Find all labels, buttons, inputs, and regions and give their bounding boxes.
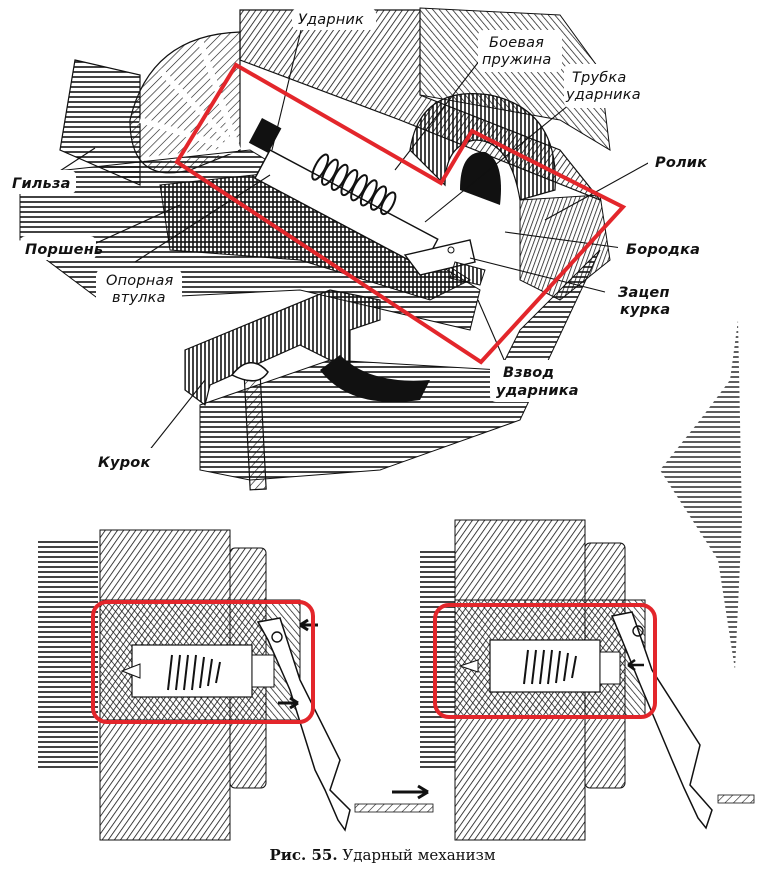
mainspring-coils [311,153,397,216]
label-hammer-catch-line1: Зацеп [618,285,670,301]
label-support-sleeve-line2: втулка [112,290,166,306]
label-striker-tube-line2: ударника [565,87,641,103]
arrow-left-small-icon [627,658,644,672]
label-beard-text: Бородка [626,242,700,258]
striker-bore-right [489,639,601,693]
cord-arrow-icon [392,784,429,800]
beard-pin [447,246,455,254]
label-piston: Поршень [20,236,103,260]
pull-cord-right [717,794,755,804]
label-striker: Ударник [292,8,376,30]
label-striker-cocking: Взвод ударника [490,360,579,402]
right-shadow-hatch [660,320,742,670]
label-striker-cocking-line2: ударника [496,383,579,399]
hammer-catch [449,261,486,286]
label-mainspring: Боевая пружина [478,30,562,72]
firing-pin-tip-right [458,659,479,673]
label-roller: Ролик [648,148,708,176]
spring-right [523,649,577,685]
pull-cord-left [354,803,434,813]
label-hammer-catch: Зацеп курка [612,280,670,322]
breech-block-top [419,7,611,151]
barrel-outer-right [420,550,455,770]
label-striker-tube: Трубка ударника [564,64,654,108]
section-fired [420,519,755,841]
label-striker-text: Ударник [298,12,364,28]
beard-plate [403,239,476,276]
label-case: Гильза [8,170,76,194]
trigger-body-base [199,249,601,481]
label-piston-text: Поршень [25,242,103,258]
striker-head-left [251,654,275,688]
right-frame [519,194,611,301]
cable-loop [230,362,269,382]
hammer-pivot-left [271,631,283,643]
label-roller-text: Ролик [655,155,708,171]
arrow-right-icon [278,696,299,710]
section-cocked [38,529,434,841]
hammer-lever-left [256,617,351,832]
hammer-pivot-right [632,625,644,637]
label-mainspring-line1: Боевая [489,35,544,51]
roller-cutout [460,151,501,205]
primer-rays [139,39,241,163]
label-striker-cocking-line1: Взвод [503,365,554,381]
trigger-cam-arc [320,355,430,402]
highlight-box-left [91,600,315,724]
firing-pin-tip-left [120,663,141,679]
leader-lines [42,25,651,453]
spring-left [167,654,221,691]
arrow-left-icon [299,618,318,632]
highlight-polygon [174,62,627,365]
label-hammer-catch-line2: курка [620,302,670,318]
hammer-lever-right [610,611,713,830]
figure-caption: Рис. 55. Ударный механизм [0,846,765,864]
perspective-cutaway: Ударник Боевая пружина Трубка ударника Р… [8,7,742,670]
striker-head-right [599,651,621,685]
striker-head-block [248,118,282,154]
label-support-sleeve-line1: Опорная [106,273,174,289]
label-striker-tube-line1: Трубка [572,70,626,86]
label-case-text: Гильза [12,176,71,192]
label-beard: Бородка [618,234,700,262]
caption-number: Рис. 55. [269,846,338,864]
label-trigger: Курок [92,448,158,474]
label-trigger-text: Курок [98,455,151,471]
caption-title: Ударный механизм [342,846,496,864]
highlight-box-right [433,603,657,719]
label-mainspring-line2: пружина [482,52,552,68]
barrel-outer-left [38,540,98,770]
label-support-sleeve: Опорная втулка [96,268,182,310]
